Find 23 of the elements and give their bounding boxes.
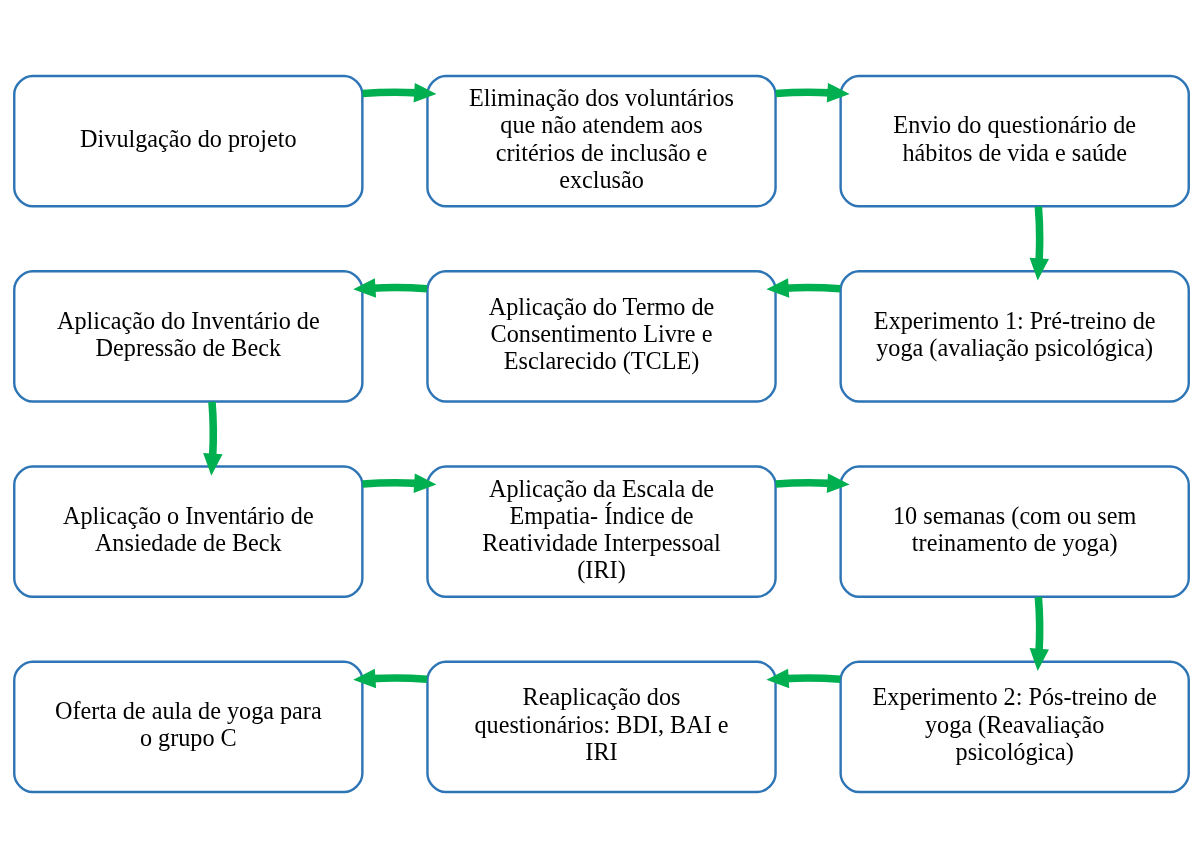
node-box: Aplicação da Escala de Empatia- Índice de Reatividade Interpessoal (IRI) (426, 464, 777, 598)
arrow (775, 472, 850, 493)
arrow (1029, 205, 1049, 281)
arrow (353, 277, 428, 298)
arrow (362, 82, 437, 102)
node-box: 10 semanas (com ou sem treinamento de yoga) (839, 464, 1190, 598)
node-box: Envio do questionário de hábitos de vida e saúde (839, 74, 1190, 207)
node-box: Aplicação o Inventário de Ansiedade de Beck (13, 464, 364, 598)
arrow (1029, 596, 1049, 671)
node-box: Experimento 2: Pós-treino de yoga (Reavaliação psicológica) (839, 660, 1190, 793)
arrow (766, 668, 841, 688)
arrow (362, 472, 437, 493)
node-box: Aplicação do Inventário de Depressão de Beck (13, 269, 364, 403)
node-box: Experimento 1: Pré-treino de yoga (avaliação psicológica) (839, 269, 1190, 403)
arrow (353, 668, 428, 688)
node-box: Oferta de aula de yoga para o grupo C (13, 660, 364, 793)
arrow (766, 277, 841, 298)
node-box: Aplicação do Termo de Consentimento Livre e Esclarecido (TCLE) (426, 269, 777, 403)
node-box: Divulgação do projeto (13, 74, 364, 207)
arrow (775, 82, 850, 102)
node-box: Reaplicação dos questionários: BDI, BAI e IRI (426, 660, 777, 793)
arrow (203, 401, 223, 476)
node-box: Eliminação dos voluntários que não atendem aos critérios de inclusão e exclusão (426, 74, 777, 207)
